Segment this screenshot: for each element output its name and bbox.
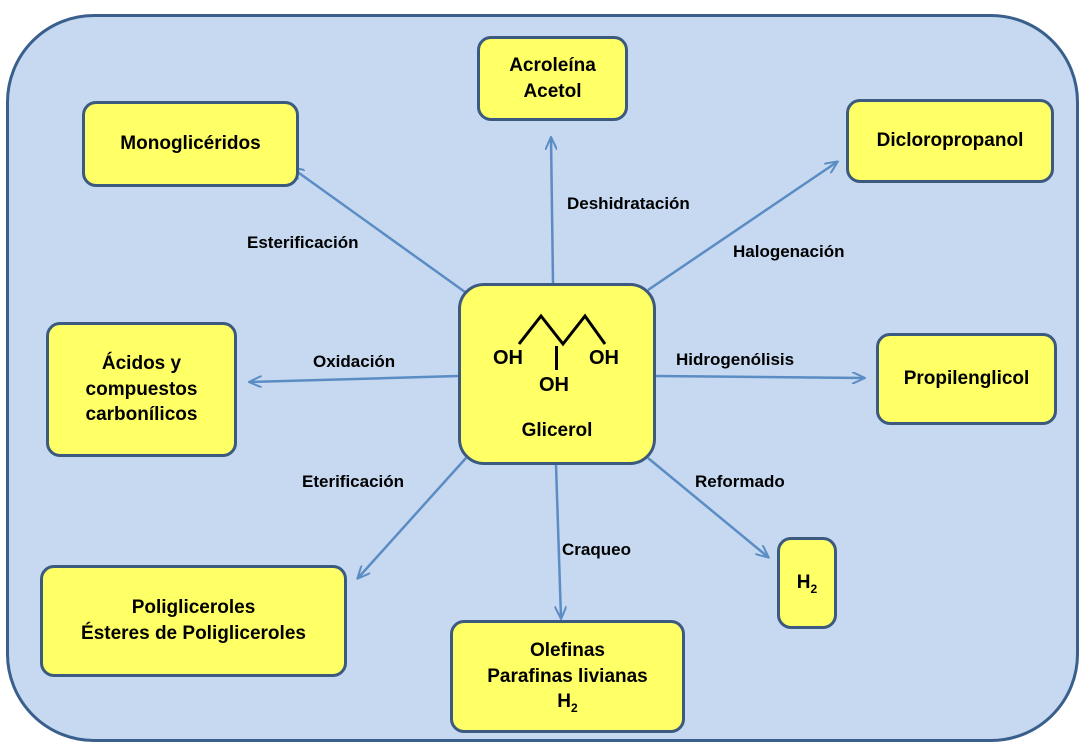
- monogliceridos-box: Monoglicéridos: [82, 101, 299, 187]
- arrow-reformado: [647, 457, 768, 557]
- acroleina-line2: Acetol: [523, 80, 582, 102]
- propilenglicol-box: Propilenglicol: [876, 333, 1057, 425]
- acidos-line1: Ácidos y: [101, 353, 182, 375]
- oh-bond: [555, 346, 558, 370]
- label-oxidacion: Oxidación: [313, 352, 396, 371]
- h2-label: H2: [797, 570, 817, 596]
- label-eterificacion: Eterificación: [302, 472, 405, 491]
- acroleina-box: Acroleína Acetol: [477, 36, 628, 121]
- poligliceroles-box: Poligliceroles Ésteres de Poligliceroles: [40, 565, 347, 677]
- olefinas-line3: H2: [557, 689, 577, 715]
- olefinas-line1: Olefinas: [530, 640, 605, 662]
- arrow-eterificacion: [358, 457, 467, 578]
- olefinas-line2: Parafinas livianas: [487, 665, 648, 687]
- arrow-craqueo: [556, 464, 561, 618]
- oh-right: OH: [589, 347, 619, 369]
- acidos-line3: carbonílicos: [85, 404, 198, 426]
- h2-box: H2: [777, 537, 837, 629]
- acidos-line2: compuestos: [85, 378, 198, 400]
- olefinas-h-base: H: [557, 691, 572, 713]
- arrow-deshidratacion: [551, 138, 553, 284]
- label-hidrogenolisis: Hidrogenólisis: [676, 350, 795, 369]
- arrow-oxidacion: [250, 374, 459, 382]
- poligliceroles-line2: Ésteres de Poligliceroles: [81, 623, 306, 644]
- olefinas-h-sub: 2: [571, 701, 578, 716]
- propilenglicol-line1: Propilenglicol: [903, 368, 1030, 390]
- arrow-esterificacion: [292, 168, 466, 294]
- glicerol-label: Glicerol: [521, 420, 593, 442]
- acidos-box: Ácidos y compuestos carbonílicos: [46, 322, 237, 457]
- label-craqueo: Craqueo: [562, 540, 631, 559]
- dicloropropanol-line1: Dicloropropanol: [876, 130, 1024, 152]
- oh-middle: OH: [539, 374, 569, 396]
- oh-left: OH: [493, 347, 523, 369]
- arrow-halogenacion: [647, 162, 837, 292]
- label-reformado: Reformado: [695, 472, 785, 491]
- glycerol-structure: [517, 313, 607, 347]
- dicloropropanol-box: Dicloropropanol: [846, 99, 1054, 183]
- label-halogenacion: Halogenación: [733, 242, 845, 261]
- h2-sub: 2: [810, 581, 818, 596]
- acroleina-line1: Acroleína: [509, 54, 596, 76]
- label-esterificacion: Esterificación: [247, 233, 359, 252]
- label-deshidratacion: Deshidratación: [567, 194, 690, 213]
- h2-base: H: [796, 572, 811, 594]
- glicerol-box: OH OH OH Glicerol: [458, 283, 656, 465]
- poligliceroles-line1: Poligliceroles: [131, 597, 256, 619]
- monogliceridos-line1: Monoglicéridos: [120, 133, 261, 155]
- arrow-hidrogenolisis: [654, 376, 864, 378]
- olefinas-box: Olefinas Parafinas livianas H2: [450, 620, 685, 733]
